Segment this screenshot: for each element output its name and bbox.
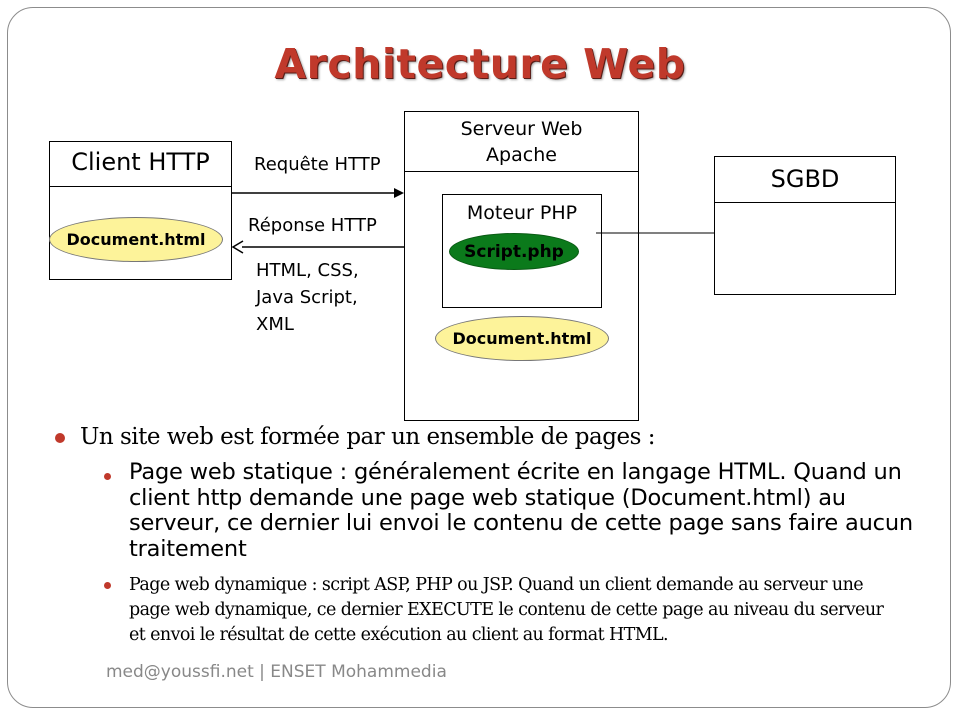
bullet-dynamic-page: Page web dynamique : script ASP, PHP ou … [129,575,884,645]
response-label: Réponse HTTP [248,215,377,236]
request-label: Requête HTTP [254,154,381,175]
client-document-ellipse: Document.html [49,217,223,262]
request-arrow-head [394,188,404,198]
response-arrow-head [231,240,244,254]
client-http-box: Client HTTP [49,141,232,280]
php-engine-title: Moteur PHP [466,202,578,224]
server-document-ellipse: Document.html [435,316,609,361]
bullet-dot-static [104,473,111,480]
format-line: XML [256,314,294,335]
slide-title: Architecture Web [274,40,686,88]
format-line: Java Script, [256,287,358,308]
client-http-title: Client HTTP [71,148,210,176]
client-http-divider [50,186,231,187]
server-title-line2: Apache [486,144,557,166]
footer-credit: med@youssfi.net | ENSET Mohammedia [106,662,447,682]
server-divider [405,171,638,172]
script-php-ellipse: Script.php [449,233,579,270]
sgbd-box: SGBD [714,156,896,295]
bullet-main: Un site web est formée par un ensemble d… [80,424,655,450]
bullet-dot-level1 [55,433,65,443]
bullet-dot-dynamic [104,582,111,589]
formats-list: HTML, CSS, Java Script, XML [256,257,359,338]
sgbd-divider [715,202,895,203]
bullet-static-page: Page web statique : généralement écrite … [129,459,913,562]
server-title-line1: Serveur Web [460,118,583,140]
sgbd-title: SGBD [770,165,840,193]
format-line: HTML, CSS, [256,260,359,281]
